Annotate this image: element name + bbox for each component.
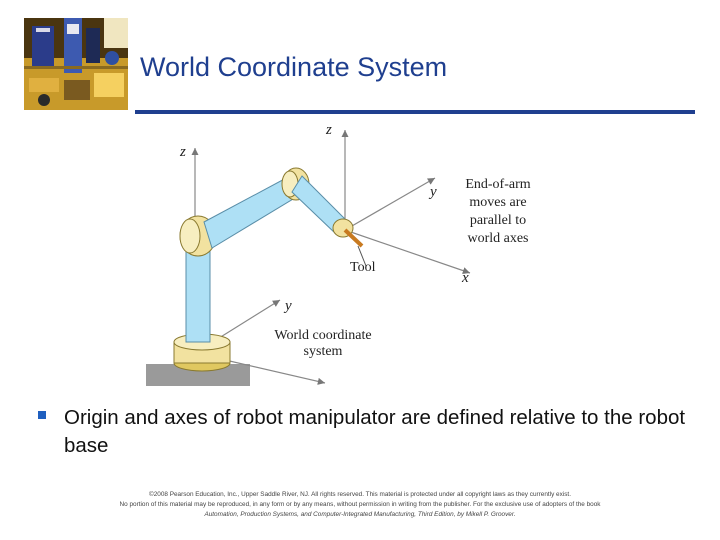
world-caption: World coordinate system bbox=[258, 328, 388, 360]
page-title: World Coordinate System bbox=[140, 52, 448, 82]
copyright-line-3: Automation, Production Systems, and Comp… bbox=[204, 511, 516, 518]
world-z-label: z bbox=[180, 144, 186, 160]
note-line-2: moves are bbox=[469, 195, 527, 210]
tool-y-label: y bbox=[430, 184, 437, 200]
world-y-label: y bbox=[285, 298, 292, 314]
copyright-line-1: ©2008 Pearson Education, Inc., Upper Sad… bbox=[149, 491, 571, 498]
tool-label: Tool bbox=[350, 260, 376, 275]
tool-x-label: x bbox=[462, 270, 469, 286]
copyright-line-2: No portion of this material may be repro… bbox=[119, 501, 601, 508]
tool-y-axis bbox=[344, 177, 436, 231]
end-of-arm-note: End-of-arm moves are parallel to world a… bbox=[448, 176, 548, 248]
ground-block bbox=[146, 364, 250, 386]
bullet-text: Origin and axes of robot manipulator are… bbox=[64, 406, 686, 457]
shoulder-joint-face bbox=[179, 218, 201, 254]
note-line-4: world axes bbox=[467, 231, 529, 246]
note-line-1: End-of-arm bbox=[465, 177, 531, 192]
tool-x-axis bbox=[344, 229, 471, 275]
square-bullet-icon bbox=[38, 411, 46, 419]
copyright-notice: ©2008 Pearson Education, Inc., Upper Sad… bbox=[40, 490, 680, 520]
note-line-3: parallel to bbox=[469, 213, 527, 228]
tool-pointer bbox=[357, 245, 367, 267]
electronics-photo-icon bbox=[24, 18, 128, 110]
world-caption-line-1: World coordinate bbox=[274, 328, 372, 343]
robot-diagram bbox=[146, 130, 471, 386]
tool-tip bbox=[343, 228, 364, 248]
header-photo bbox=[24, 18, 128, 110]
robot-figure: z z y x y Tool World coordinate system E… bbox=[140, 118, 560, 393]
title-divider bbox=[135, 110, 695, 114]
tool-z-label: z bbox=[326, 122, 332, 138]
world-caption-line-2: system bbox=[303, 344, 343, 359]
